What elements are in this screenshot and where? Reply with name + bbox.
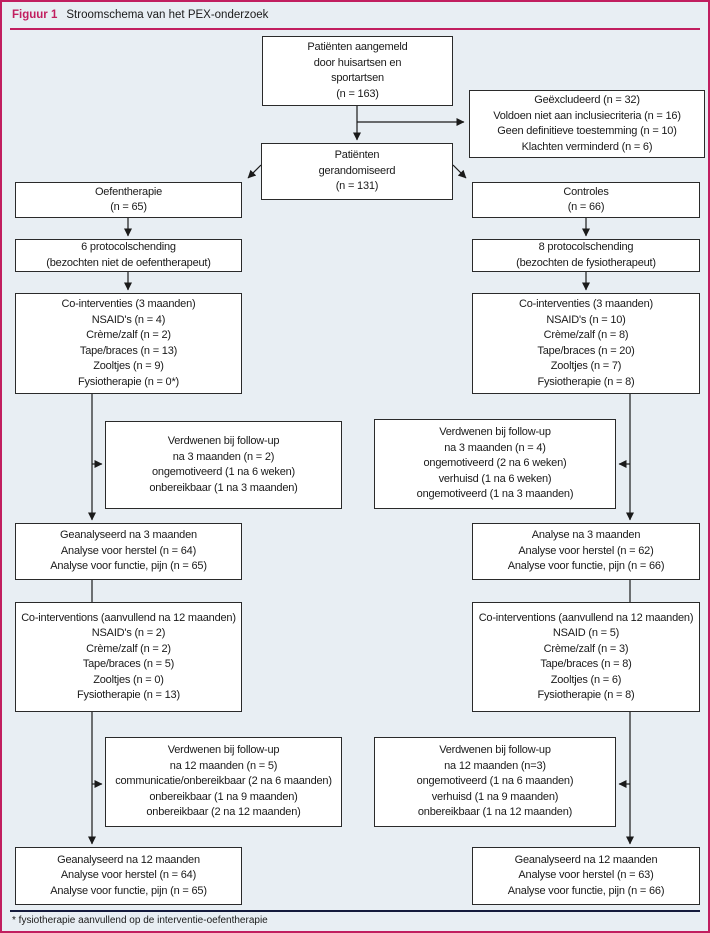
flow-box-cointerventies-3mnd-rechts: Co-interventies (3 maanden) NSAID's (n =… <box>472 293 700 394</box>
flow-box-geanalyseerd-3mnd-links: Geanalyseerd na 3 maanden Analyse voor h… <box>15 523 242 580</box>
flow-box-analyse-3mnd-rechts: Analyse na 3 maanden Analyse voor herste… <box>472 523 700 580</box>
flow-box-verdwenen-12mnd-rechts: Verdwenen bij follow-up na 12 maanden (n… <box>374 737 616 827</box>
flow-box-verdwenen-12mnd-links: Verdwenen bij follow-up na 12 maanden (n… <box>105 737 342 827</box>
figure-title-row: Figuur 1 Stroomschema van het PEX-onderzo… <box>12 9 698 21</box>
flow-box-geanalyseerd-12mnd-links: Geanalyseerd na 12 maanden Analyse voor … <box>15 847 242 905</box>
figure-footnote: * fysiotherapie aanvullend op de interve… <box>12 915 268 926</box>
flow-box-oefentherapie: Oefentherapie (n = 65) <box>15 182 242 218</box>
figure-title: Stroomschema van het PEX-onderzoek <box>66 9 269 21</box>
flow-box-gerandomiseerd: Patiënten gerandomiseerd (n = 131) <box>261 143 453 200</box>
flow-box-patienten-aangemeld: Patiënten aangemeld door huisartsen en s… <box>262 36 453 106</box>
flow-box-cointerventions-12mnd-links: Co-interventions (aanvullend na 12 maand… <box>15 602 242 712</box>
flow-box-cointerventions-12mnd-rechts: Co-interventions (aanvullend na 12 maand… <box>472 602 700 712</box>
flow-box-protocolschending-rechts: 8 protocolschending (bezochten de fysiot… <box>472 239 700 272</box>
flow-box-verdwenen-3mnd-links: Verdwenen bij follow-up na 3 maanden (n … <box>105 421 342 509</box>
title-divider <box>10 28 700 30</box>
flow-box-geanalyseerd-12mnd-rechts: Geanalyseerd na 12 maanden Analyse voor … <box>472 847 700 905</box>
flow-box-geexcludeerd: Geëxcludeerd (n = 32) Voldoen niet aan i… <box>469 90 705 158</box>
flow-box-cointerventies-3mnd-links: Co-interventies (3 maanden) NSAID's (n =… <box>15 293 242 394</box>
flow-box-verdwenen-3mnd-rechts: Verdwenen bij follow-up na 3 maanden (n … <box>374 419 616 509</box>
figure-label: Figuur 1 <box>12 9 58 21</box>
footnote-divider <box>10 910 700 912</box>
flow-box-controles: Controles (n = 66) <box>472 182 700 218</box>
flow-box-protocolschending-links: 6 protocolschending (bezochten niet de o… <box>15 239 242 272</box>
